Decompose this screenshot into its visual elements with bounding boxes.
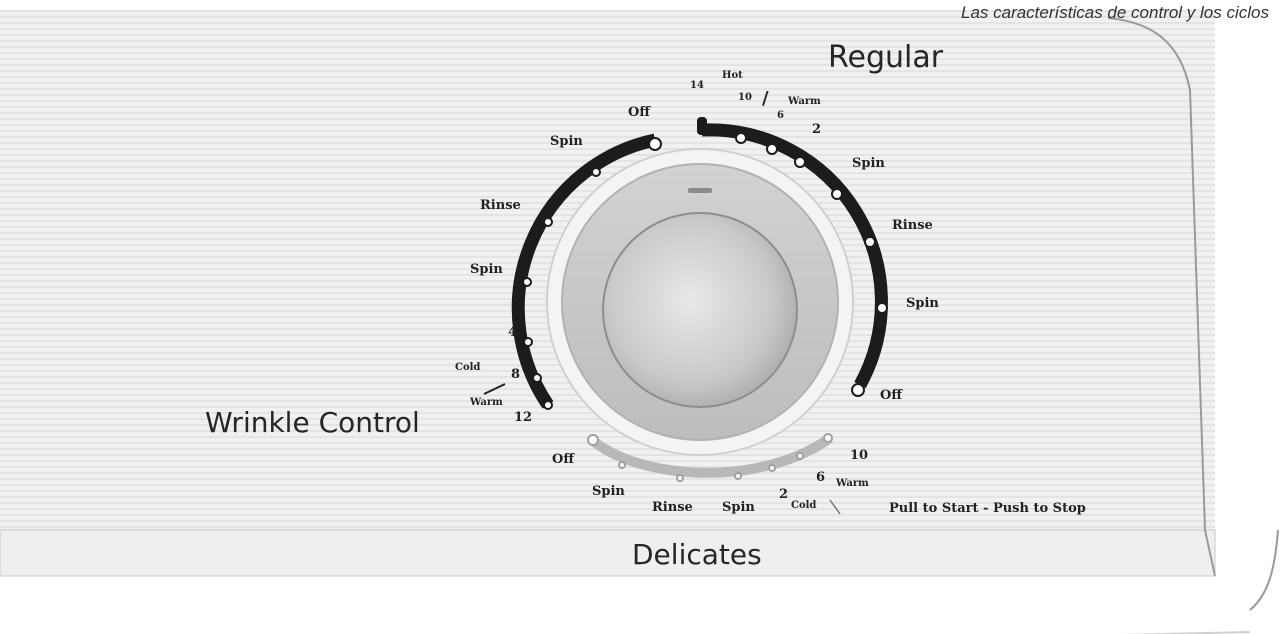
pull-to-start-instruction: Pull to Start - Push to Stop [889,501,1086,516]
label-warm-delicates: Warm [836,478,869,489]
knob-pointer [688,188,712,193]
left-arc [511,133,657,409]
label-off-left: Off [628,105,650,120]
label-rinse-delicates: Rinse [652,500,693,515]
label-spin-regular-1: Spin [852,156,885,171]
panel-right-edge [1107,17,1279,611]
label-off-delicates: Off [552,452,574,467]
label-spin-delicates-1: Spin [592,484,625,499]
regular-cycle-title: Regular [828,40,944,75]
label-2-delicates: 2 [779,487,789,502]
label-8-left: 8 [511,367,521,382]
wrinkle-control-title: Wrinkle Control [205,406,420,439]
dial-tick-markers [522,117,888,410]
label-cold-left: Cold [455,362,481,373]
label-off-regular: Off [880,388,902,403]
label-cold-delicates: Cold [791,500,817,511]
panel-graphic [0,10,1279,634]
label-4-left: 4 [508,325,518,340]
label-warm-left: Warm [470,397,503,408]
washer-control-panel: Las características de control y los cic… [0,3,1281,634]
label-10-regular: 10 [738,92,752,103]
page-caption: Las características de control y los cic… [960,3,1269,22]
label-2-regular: 2 [812,122,822,137]
regular-arc [701,123,888,389]
label-10-delicates: 10 [850,448,869,463]
knob-center[interactable] [602,212,798,408]
label-spin-left-2: Spin [470,262,503,277]
label-rinse-left: Rinse [480,198,521,213]
delicates-cycle-title: Delicates [632,538,762,571]
label-6-regular: 6 [777,110,784,121]
label-warm-regular: Warm [788,96,821,107]
label-14: 14 [690,80,704,91]
label-12-left: 12 [514,410,533,425]
label-hot: Hot [722,70,743,81]
delicates-tick-markers [587,433,833,482]
label-spin-delicates-2: Spin [722,500,755,515]
label-slash: / [762,88,769,109]
label-spin-left-1: Spin [550,134,583,149]
label-rinse-regular: Rinse [892,218,933,233]
label-6-delicates: 6 [816,470,826,485]
label-spin-regular-2: Spin [906,296,939,311]
panel-lower-band [0,529,1216,577]
